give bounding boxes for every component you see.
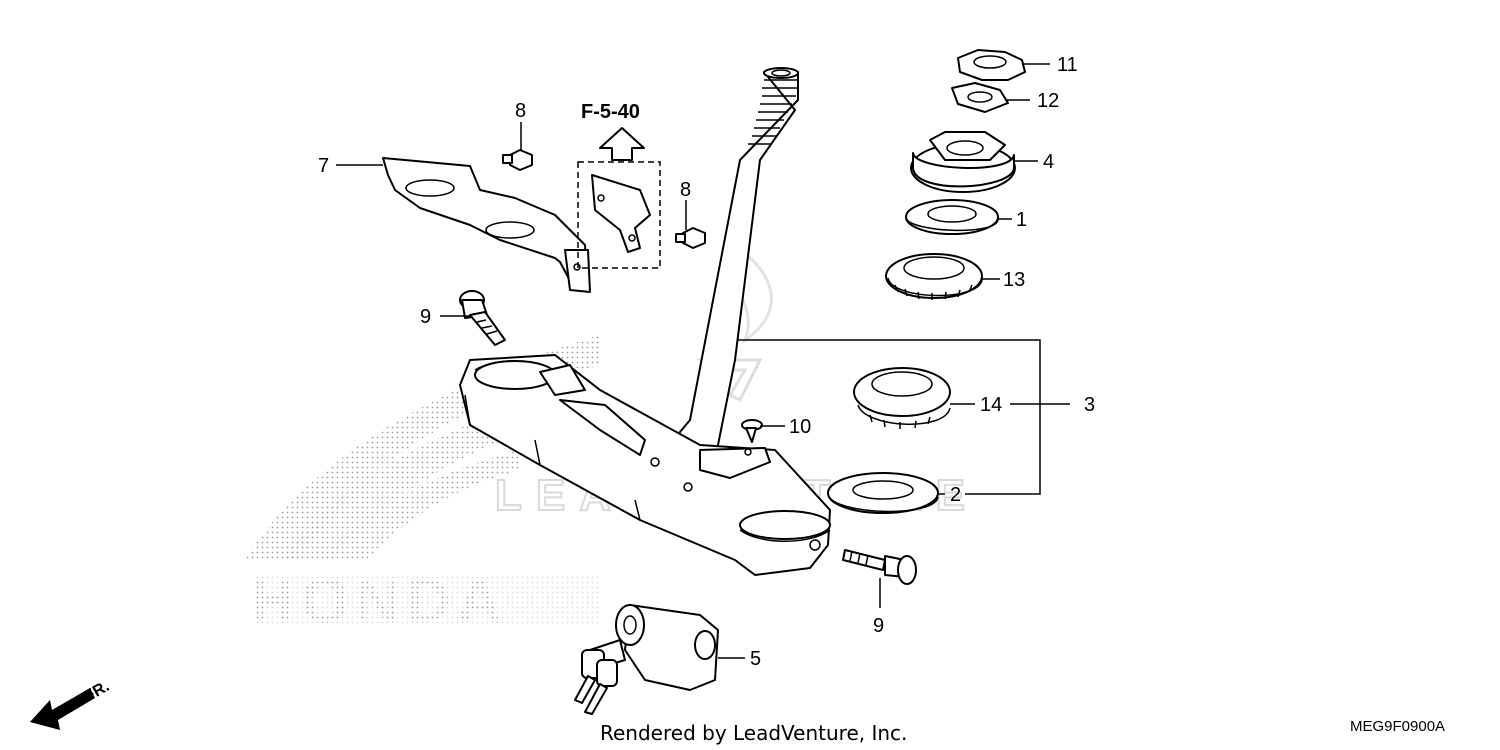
callout-9-upper: 9 [420,306,431,328]
callout-2: 2 [950,484,961,506]
lock-nut-11 [957,49,1026,81]
lock-washer-12 [951,82,1009,113]
reference-bracket-box [577,127,661,269]
adjusting-nut-4 [910,131,1016,193]
callout-4: 4 [1043,151,1054,173]
callout-5: 5 [750,648,761,670]
callout-8-lower: 8 [680,179,691,201]
bracket-plate-7 [382,157,591,293]
callout-11: 11 [1057,54,1078,76]
callout-13: 13 [1003,269,1025,291]
screw-10 [741,419,763,443]
callout-8-upper: 8 [515,100,526,122]
callout-7: 7 [318,155,329,177]
dust-seal-1 [905,199,999,235]
steering-stem-shaft [664,67,799,461]
callout-9-lower: 9 [873,615,884,637]
bottom-bridge [459,354,831,576]
bearing-race-2 [827,472,939,514]
leader-lines [336,63,1070,659]
callout-14: 14 [980,394,1002,416]
bolt-8a [502,149,533,171]
bolt-8b [675,227,706,249]
callout-3: 3 [1084,394,1095,416]
callout-labels: 11 12 4 1 13 14 3 2 10 9 5 9 7 8 8 [318,54,1095,670]
honda-logo-text: HONDA [250,567,507,636]
callout-12: 12 [1037,90,1059,112]
ignition-switch-5 [574,604,719,715]
callout-10: 10 [789,416,811,438]
diagram-code: MEG9F0900A [1350,718,1445,735]
bolt-9a [459,290,506,346]
bolt-9b [842,549,917,585]
bearing-14 [853,367,951,429]
bearing-13 [885,253,983,300]
reference-arrow-label: F-5-40 [581,101,640,123]
callout-1: 1 [1016,209,1027,231]
front-direction-arrow: FR. [30,678,112,730]
footer-credit: Rendered by LeadVenture, Inc. [600,721,907,745]
